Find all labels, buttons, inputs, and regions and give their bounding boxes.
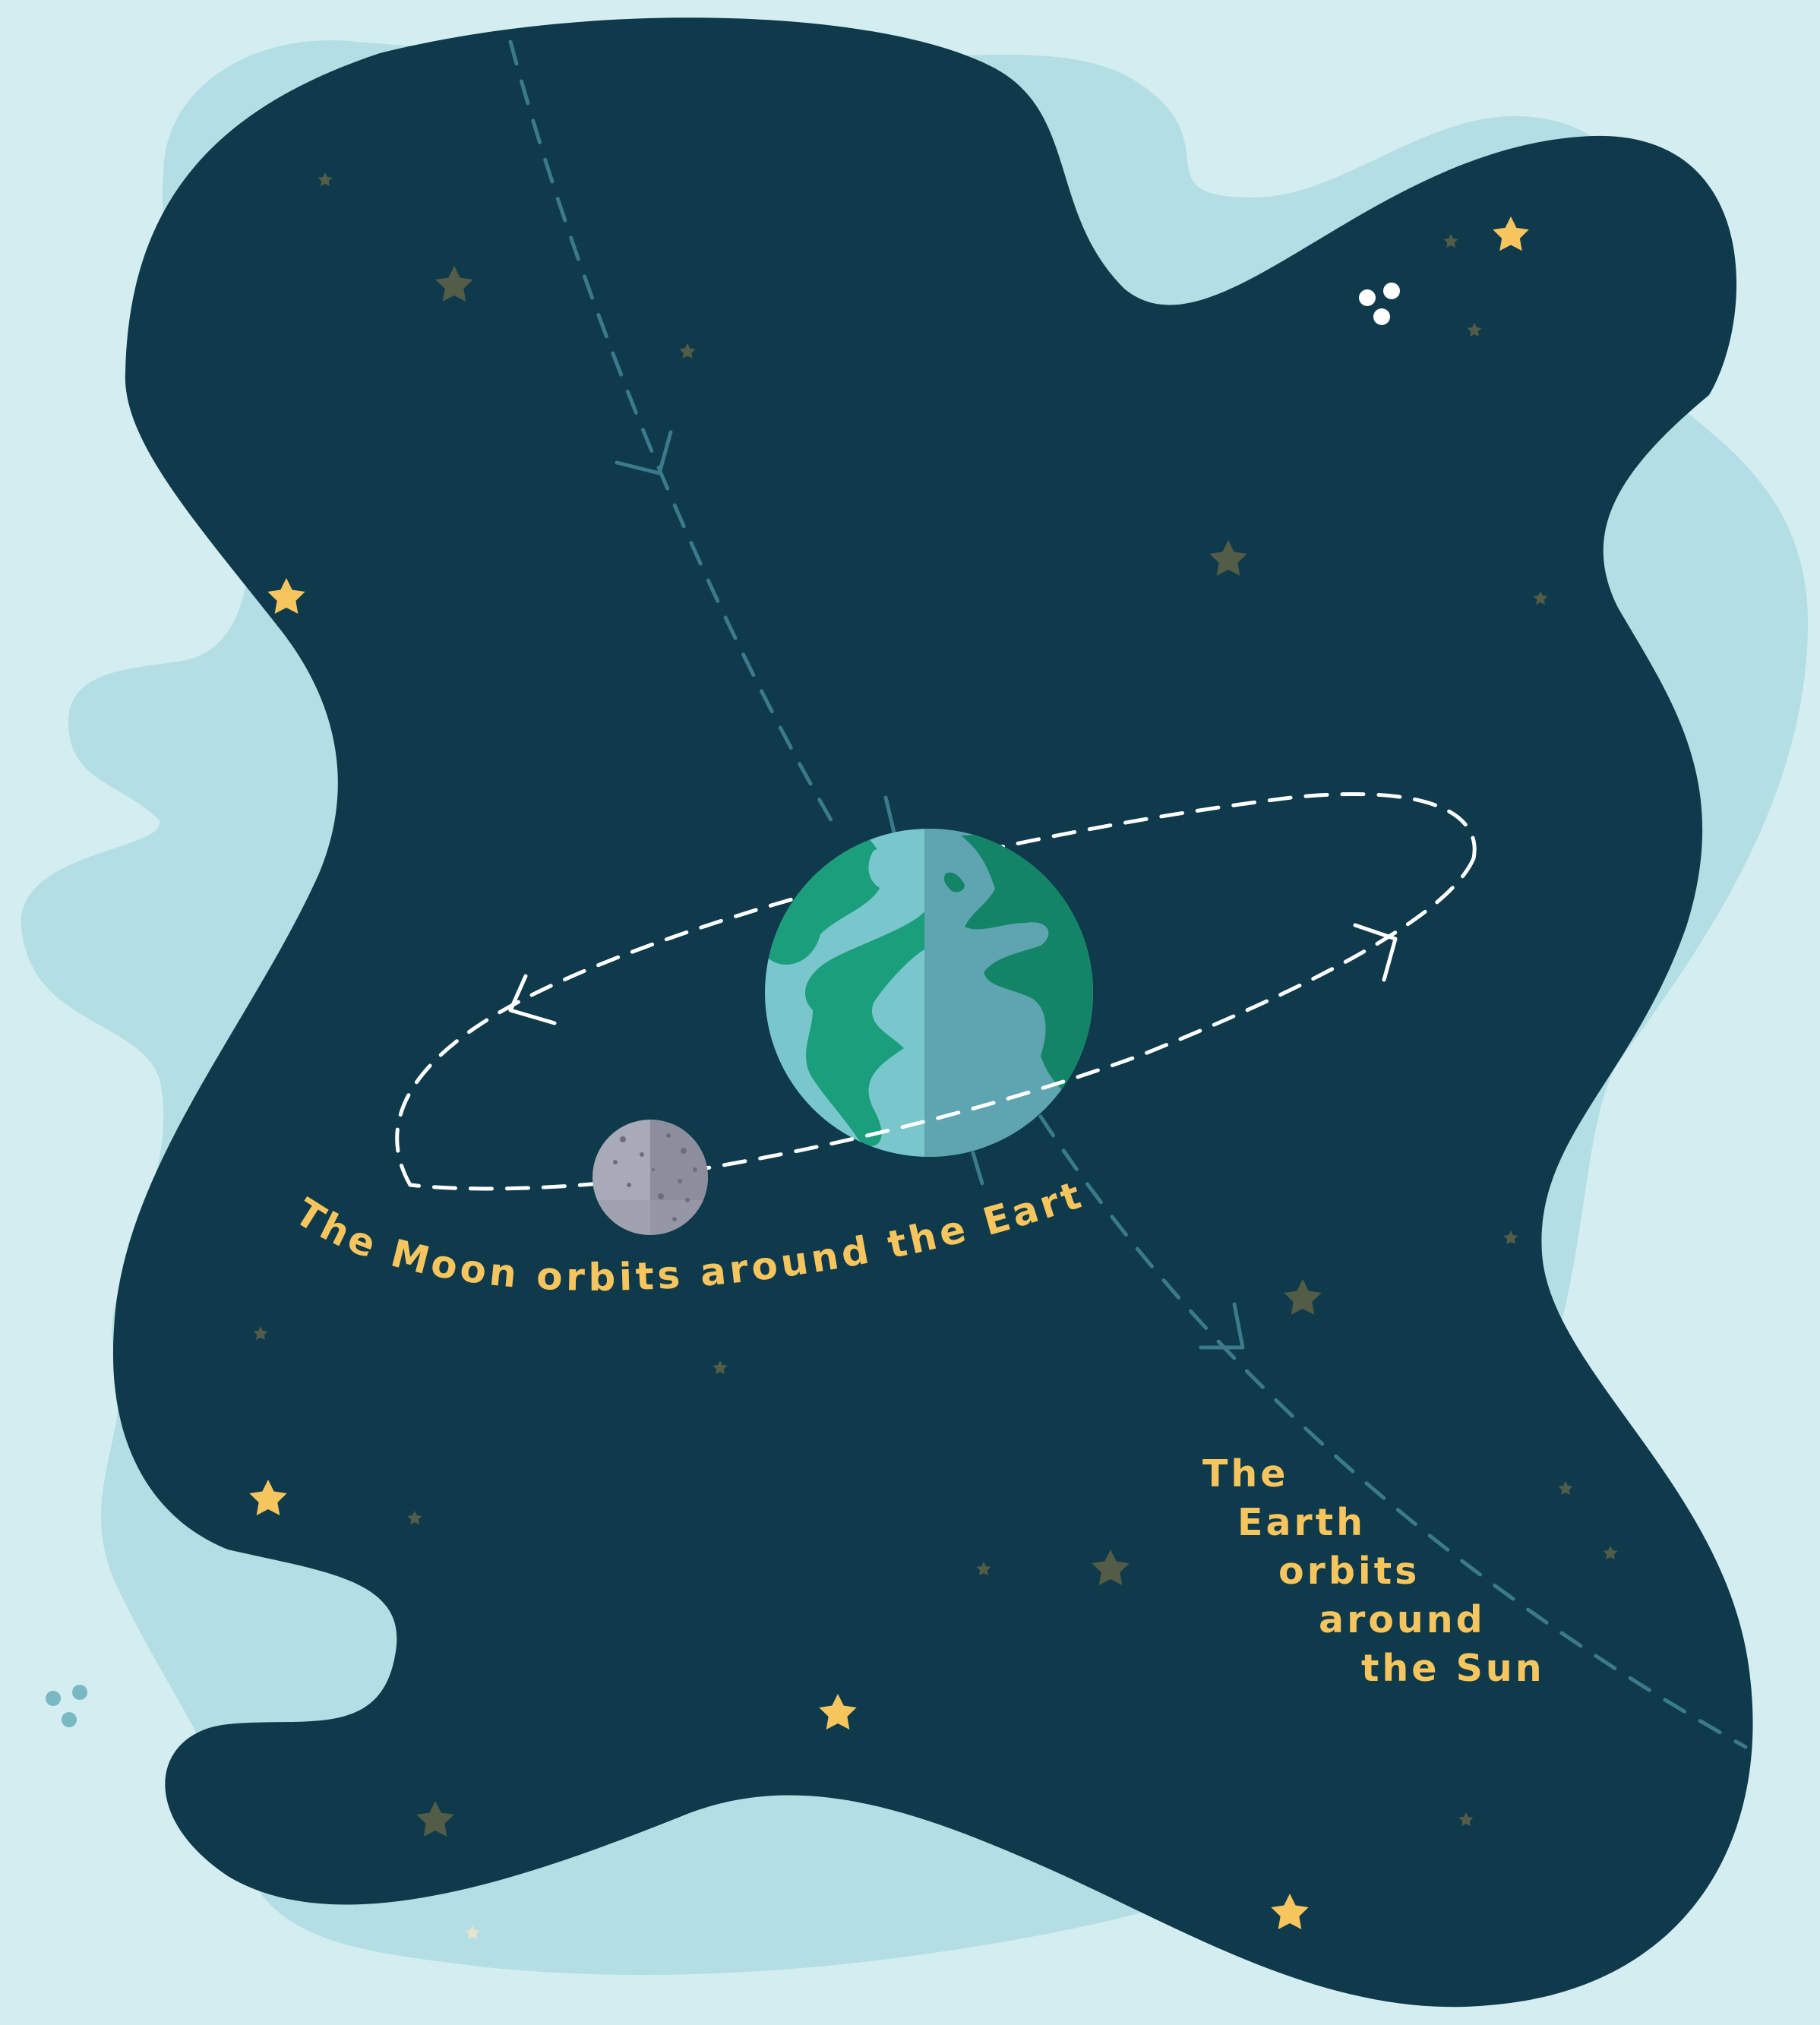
sun-orbit-caption-line: Earth (1237, 1501, 1366, 1544)
orbit-arrow-icon (1199, 1302, 1245, 1350)
star-icon (435, 266, 473, 302)
star-icon (1209, 540, 1247, 577)
star-icon (1443, 234, 1458, 248)
star-icon (1603, 1546, 1618, 1560)
sun-orbit-caption-line: around (1319, 1598, 1486, 1641)
sun-orbit-caption: The Earth orbits around the Sun (1202, 1452, 1545, 1690)
star-icon (1467, 323, 1482, 337)
sun-orbit-path (508, 39, 1748, 1749)
orbit-arrow-icon (615, 430, 673, 475)
star-icon (249, 1480, 287, 1516)
star-icon (679, 343, 696, 359)
bright-stars (249, 216, 1529, 1940)
sun-orbit-caption-line: orbits (1278, 1550, 1420, 1593)
star-icon (318, 172, 333, 187)
orbit-arrow-icon (1353, 923, 1398, 982)
star-icon (416, 1801, 454, 1837)
dim-stars (253, 172, 1618, 1837)
earth-icon (765, 829, 1093, 1157)
star-icon (407, 1511, 422, 1525)
star-icon (1271, 1894, 1309, 1930)
orbit-arrow-icon (508, 974, 557, 1025)
star-icon (1458, 1812, 1474, 1827)
star-icon (1503, 1230, 1518, 1245)
moon-orbit-path-front (408, 856, 1476, 1191)
sun-orbit-caption-line: The (1202, 1452, 1289, 1496)
moon-orbit-path-back (395, 792, 1477, 1187)
star-icon (253, 1326, 268, 1341)
star-icon (465, 1925, 480, 1940)
star-icon (976, 1562, 991, 1576)
blue-dot-cluster (46, 1685, 87, 1727)
star-icon (1533, 591, 1548, 605)
star-icon (1284, 1279, 1322, 1316)
white-dot-cluster (1359, 283, 1400, 325)
star-icon (267, 578, 305, 614)
star-icon (1092, 1550, 1130, 1586)
star-icon (713, 1360, 728, 1375)
star-icon (1558, 1481, 1573, 1496)
star-icon (819, 1694, 857, 1730)
moon-orbit-arrows (508, 923, 1398, 1025)
star-icon (1493, 216, 1529, 251)
sun-orbit-caption-line: the Sun (1361, 1647, 1545, 1690)
